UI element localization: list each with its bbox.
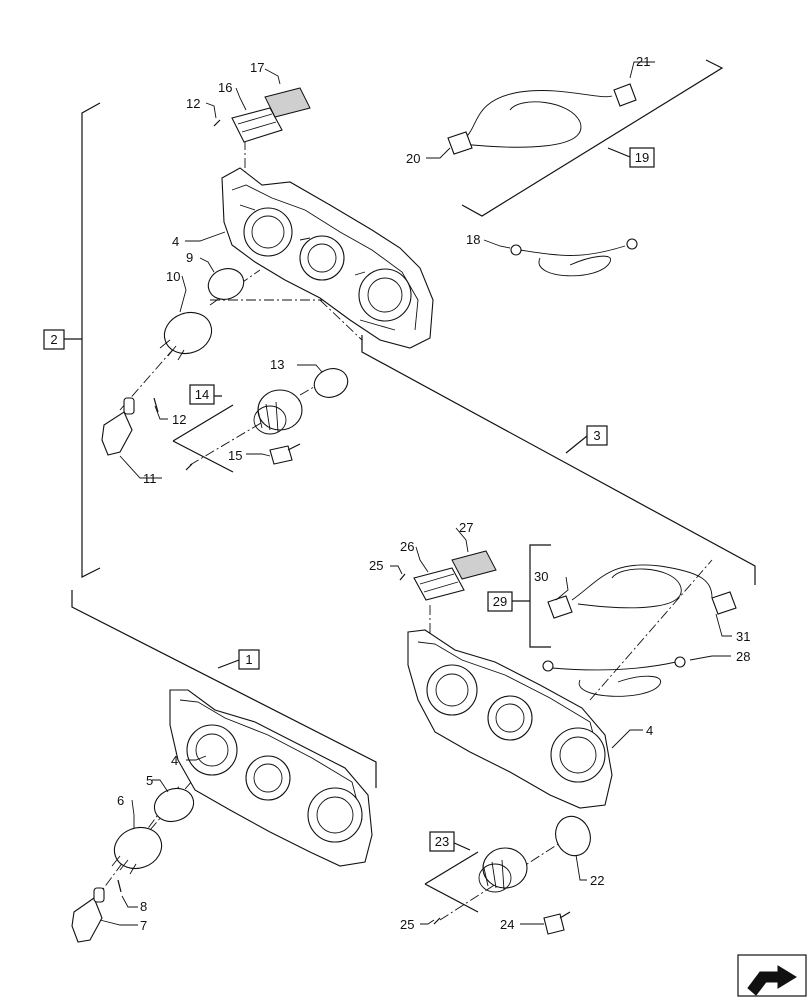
callout-3: 3 [593, 428, 600, 443]
connector-26 [413, 567, 465, 601]
group-2-bracket [64, 102, 101, 578]
bulb-11 [101, 397, 135, 456]
o-ring-5 [153, 787, 195, 823]
callout-4-right: 4 [646, 723, 653, 738]
harness-18 [510, 238, 638, 277]
harness-28 [542, 656, 686, 697]
bulb-7 [71, 887, 105, 943]
screw-25a [399, 573, 406, 581]
clip-24 [543, 911, 571, 935]
callout-27: 27 [459, 520, 473, 535]
callout-25-lower: 25 [400, 917, 414, 932]
callout-8: 8 [140, 899, 147, 914]
next-page-arrow-icon[interactable] [737, 954, 807, 997]
callout-29: 29 [493, 594, 507, 609]
boxed-callout-2: 2 [43, 329, 65, 350]
callout-12-upper: 12 [186, 96, 200, 111]
callout-4-upper: 4 [172, 234, 179, 249]
harness-19 [447, 83, 637, 155]
light-module-23 [478, 847, 528, 893]
callout-25-upper: 25 [369, 558, 383, 573]
instrument-cluster-housing-lower-right [407, 629, 613, 809]
callout-5: 5 [146, 773, 153, 788]
callout-22: 22 [590, 873, 604, 888]
callout-23: 23 [435, 834, 449, 849]
clip-15 [269, 443, 301, 465]
group-23-bracket [424, 841, 479, 913]
callout-20: 20 [406, 151, 420, 166]
boxed-callout-3: 3 [586, 425, 608, 446]
screw-25b [433, 917, 441, 925]
callout-18: 18 [466, 232, 480, 247]
callout-21: 21 [636, 54, 650, 69]
o-ring-13 [313, 368, 349, 398]
callout-7: 7 [140, 918, 147, 933]
callout-19: 19 [635, 150, 649, 165]
boxed-callout-29: 29 [487, 591, 513, 612]
callout-30: 30 [534, 569, 548, 584]
cover-17 [264, 87, 311, 118]
screw-12b [153, 397, 159, 413]
callout-13: 13 [270, 357, 284, 372]
instrument-cluster-housing-upper [221, 167, 434, 349]
callout-26: 26 [400, 539, 414, 554]
callout-6: 6 [117, 793, 124, 808]
callout-12-lower: 12 [172, 412, 186, 427]
callout-17: 17 [250, 60, 264, 75]
harness-29 [547, 564, 737, 619]
group-29-bracket [512, 544, 551, 648]
boxed-callout-19: 19 [629, 147, 655, 168]
group-1-bracket [71, 590, 377, 788]
callout-2: 2 [50, 332, 57, 347]
screw-12a [213, 119, 221, 127]
group-14-bracket [172, 395, 234, 473]
cover-27 [451, 550, 497, 580]
boxed-callout-14: 14 [189, 384, 215, 405]
screw-8 [117, 879, 122, 893]
instrument-cluster-housing-lower-left [169, 689, 373, 867]
leader-lines [99, 61, 732, 926]
callout-16: 16 [218, 80, 232, 95]
group-19-bracket [461, 59, 724, 217]
light-module-14 [253, 389, 303, 435]
callout-31: 31 [736, 629, 750, 644]
callout-15: 15 [228, 448, 242, 463]
callout-1: 1 [245, 652, 252, 667]
callout-28: 28 [736, 649, 750, 664]
connector-16 [231, 107, 283, 143]
callout-24: 24 [500, 917, 514, 932]
boxed-callout-1: 1 [238, 649, 260, 670]
bulb-socket-6 [111, 826, 163, 875]
callout-10: 10 [166, 269, 180, 284]
group-3-bracket [361, 335, 756, 585]
callout-9: 9 [186, 250, 193, 265]
screw-14 [185, 463, 193, 471]
callout-14: 14 [195, 387, 209, 402]
bulb-socket-10 [159, 311, 213, 361]
callout-11: 11 [143, 471, 157, 486]
o-ring-22 [555, 815, 591, 857]
o-ring-9 [207, 268, 245, 300]
callout-4-lower: 4 [171, 753, 178, 768]
boxed-callout-23: 23 [429, 831, 455, 852]
